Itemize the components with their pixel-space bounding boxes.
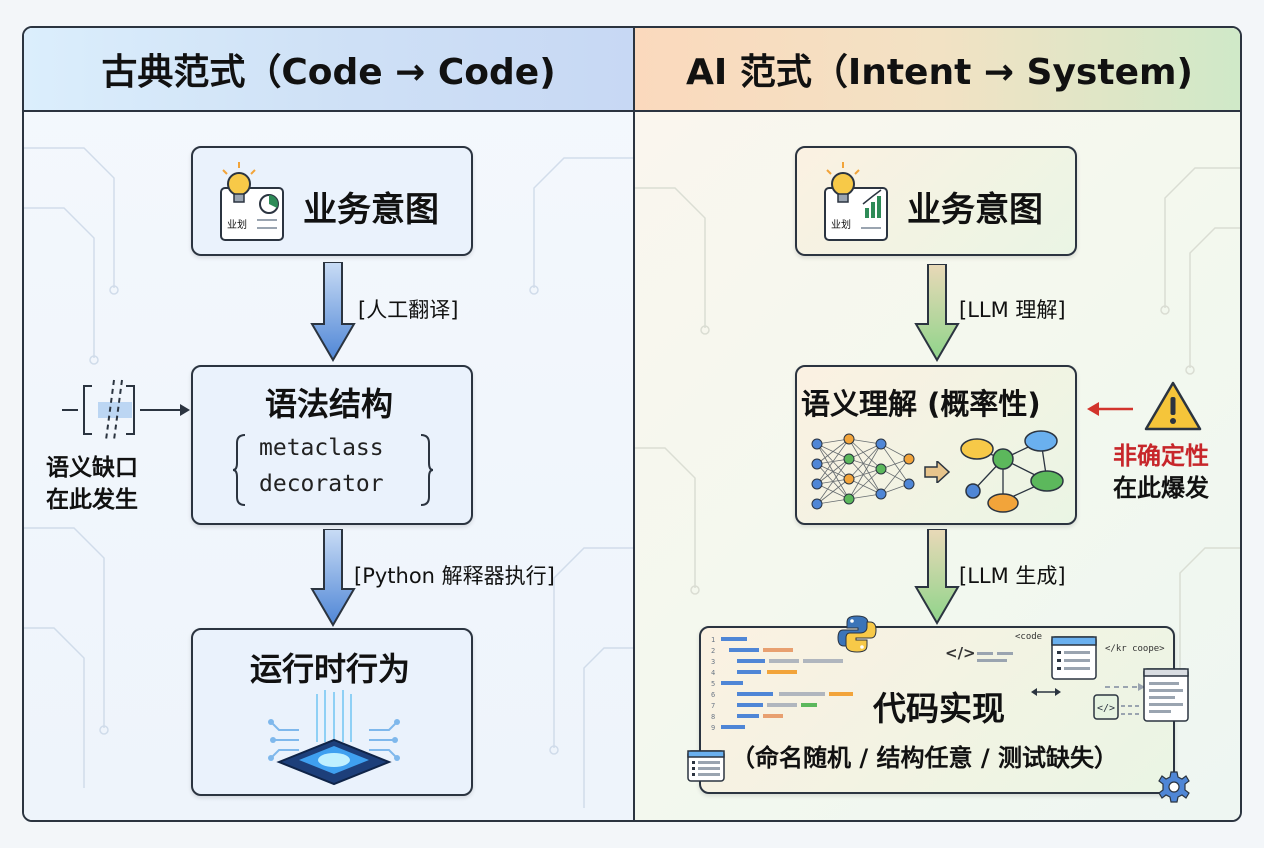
left-brace-icon	[233, 434, 246, 506]
line-number-5: 5	[711, 680, 715, 688]
semantic-gap-icon	[62, 379, 190, 441]
ai-arrow-2	[914, 529, 960, 625]
code-tag-kr: </kr coope>	[1105, 644, 1165, 654]
ai-header-text: AI 范式（Intent → System)	[686, 52, 1193, 93]
classic-arrow-2-label: [Python 解释器执行]	[354, 564, 555, 588]
code-tag-label: </>	[945, 644, 976, 662]
red-pointer-arrow	[1087, 402, 1133, 416]
semantic-gap-note: 语义缺口 在此发生	[46, 452, 138, 516]
code-line-metaclass: metaclass	[259, 435, 384, 461]
double-arrow-icon	[1031, 688, 1061, 696]
transform-arrow-icon	[924, 461, 951, 483]
line-number-8: 8	[711, 713, 715, 721]
processor-chip-icon	[268, 690, 400, 786]
classic-header-text: 古典范式（Code → Code)	[101, 52, 556, 93]
nondeterminism-note-line2: 在此爆发	[1113, 474, 1209, 502]
line-number-7: 7	[711, 702, 715, 710]
ai-paradigm-panel: AI 范式（Intent → System) 业划 业务意图	[635, 28, 1240, 820]
list-window-icon	[687, 750, 725, 782]
line-number-1: 1	[711, 636, 715, 644]
code-implementation-subtitle: （命名随机 / 结构任意 / 测试缺失）	[731, 744, 1118, 772]
classic-intent-box: 业划 业务意图	[191, 146, 473, 256]
ai-arrow-1	[914, 264, 960, 362]
nondeterminism-note-line1: 非确定性	[1113, 442, 1209, 470]
runtime-behavior-title: 运行时行为	[250, 650, 411, 688]
code-tag-small: <code	[1015, 632, 1043, 642]
runtime-behavior-box: 运行时行为	[191, 628, 473, 796]
classic-header: 古典范式（Code → Code)	[24, 28, 633, 112]
line-number-6: 6	[711, 691, 715, 699]
diagram-frame: 古典范式（Code → Code) 业划 业务意图	[22, 26, 1242, 822]
business-plan-icon: 业划	[220, 162, 284, 241]
semantic-understanding-box: 语义理解 (概率性)	[795, 365, 1077, 525]
knowledge-graph-icon	[960, 430, 1064, 513]
semantic-gap-note-line1: 语义缺口	[46, 455, 138, 481]
gear-icon	[1158, 771, 1190, 803]
semantic-understanding-title: 语义理解 (概率性)	[801, 387, 1041, 421]
code-implementation-title: 代码实现	[873, 689, 1005, 728]
code-bracket-icon: </>	[1093, 694, 1119, 720]
code-line-decorator: decorator	[259, 471, 384, 497]
line-number-2: 2	[711, 647, 715, 655]
browser-window-icon	[1051, 636, 1097, 680]
classic-arrow-2	[310, 529, 356, 627]
syntax-structure-box: 语法结构 metaclass decorator	[191, 365, 473, 525]
classic-intent-title: 业务意图	[303, 190, 439, 230]
doc-label-right: 业划	[831, 218, 851, 231]
classic-paradigm-panel: 古典范式（Code → Code) 业划 业务意图	[24, 28, 633, 820]
neural-network-icon	[811, 433, 915, 510]
syntax-structure-title: 语法结构	[265, 385, 394, 423]
business-plan-chart-icon: 业划	[824, 162, 888, 241]
ai-arrow-1-label: [LLM 理解]	[959, 298, 1066, 322]
dashed-arrow-icon	[1105, 683, 1145, 691]
classic-arrow-1	[310, 262, 356, 362]
code-bracket-label: </>	[1097, 703, 1115, 714]
document-panel-icon	[1143, 668, 1189, 722]
warning-icon	[1144, 381, 1202, 431]
panel-divider	[633, 28, 635, 820]
ai-intent-title: 业务意图	[907, 190, 1043, 230]
line-number-3: 3	[711, 658, 715, 666]
ai-header: AI 范式（Intent → System)	[635, 28, 1240, 112]
ai-intent-box: 业划 业务意图	[795, 146, 1077, 256]
code-editor-lines-icon: 1 2 3 4 5 6 7 8 9	[711, 636, 853, 732]
classic-arrow-1-label: [人工翻译]	[358, 298, 459, 322]
ai-arrow-2-label: [LLM 生成]	[959, 564, 1066, 588]
semantic-gap-note-line2: 在此发生	[46, 487, 138, 513]
code-tag-lines	[977, 652, 1013, 662]
doc-label: 业划	[227, 218, 247, 231]
code-implementation-box: 1 2 3 4 5 6 7 8 9	[687, 615, 1190, 803]
right-brace-icon	[420, 434, 433, 506]
line-number-9: 9	[711, 724, 715, 732]
nondeterminism-note: 非确定性 在此爆发	[1113, 440, 1209, 504]
python-logo-icon	[837, 615, 877, 653]
line-number-4: 4	[711, 669, 715, 677]
dashed-lines-icon	[1121, 705, 1141, 715]
